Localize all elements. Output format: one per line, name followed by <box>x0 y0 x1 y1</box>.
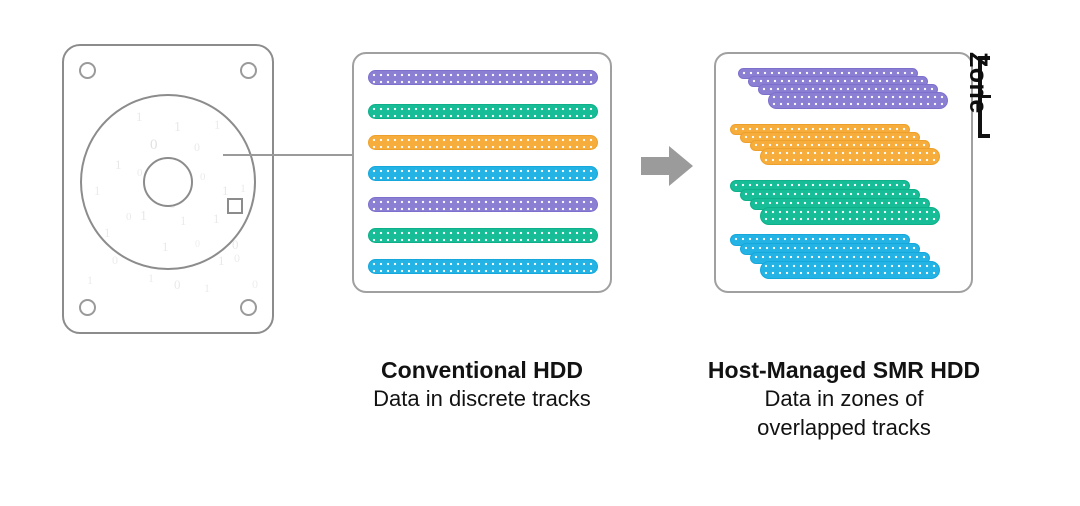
platter-bit: 1 <box>140 209 147 224</box>
platter-bit: 0 <box>200 171 206 183</box>
zone-bracket-spine <box>978 56 982 138</box>
platter-bit: 0 <box>194 140 200 154</box>
conventional-track <box>368 259 598 274</box>
smr-track <box>760 261 940 279</box>
smr-caption-subtitle-line1: Data in zones of <box>764 386 924 412</box>
conventional-track <box>368 135 598 150</box>
platter-bit: 1 <box>240 181 246 195</box>
smr-caption: Host-Managed SMR HDD Data in zones of ov… <box>684 356 1004 443</box>
platter-bit: 1 <box>115 157 122 172</box>
conventional-caption: Conventional HDD Data in discrete tracks <box>332 356 632 414</box>
smr-caption-title: Host-Managed SMR HDD <box>707 357 981 383</box>
zone-bracket-group: Zone <box>964 52 1048 138</box>
platter-bit: 1 <box>214 117 221 132</box>
platter-bit: 1 <box>162 239 169 254</box>
spindle-hole <box>143 157 193 207</box>
callout-connector-line <box>223 154 354 156</box>
zone-bracket-arm-bottom <box>978 134 990 138</box>
platter-bit: 1 <box>104 225 111 240</box>
screw-hole-top-left <box>79 62 96 79</box>
conventional-caption-subtitle: Data in discrete tracks <box>373 386 591 412</box>
smr-track <box>760 207 940 225</box>
hdd-drive-illustration: 111001010011100111110001011010 <box>62 44 274 334</box>
platter-bit: 0 <box>112 253 118 267</box>
platter-bit: 0 <box>126 211 132 223</box>
platter-bit: 0 <box>137 167 143 179</box>
conventional-track <box>368 197 598 212</box>
zone-orange <box>716 54 971 291</box>
zone-teal <box>716 54 971 291</box>
platter-bit: 0 <box>174 277 181 292</box>
conventional-track <box>368 228 598 243</box>
platter-bit: 1 <box>204 281 210 295</box>
screw-hole-bottom-left <box>79 299 96 316</box>
transition-arrow-icon <box>641 145 693 187</box>
platter-bit: 1 <box>174 120 181 135</box>
platter-bit: 0 <box>232 237 239 252</box>
smr-track <box>768 92 948 109</box>
smr-hdd-panel <box>714 52 973 293</box>
platter-bit: 1 <box>87 273 93 287</box>
conventional-track <box>368 104 598 119</box>
platter-bit: 1 <box>136 109 143 124</box>
zone-bracket-stem <box>982 95 991 98</box>
zone-bracket-arm-top <box>978 56 990 60</box>
conventional-hdd-panel <box>352 52 612 293</box>
zone-purple <box>716 54 971 291</box>
conventional-track <box>368 70 598 85</box>
platter-bit: 1 <box>222 183 229 198</box>
screw-hole-top-right <box>240 62 257 79</box>
platter-bit: 1 <box>213 211 220 226</box>
platter-bit: 1 <box>218 253 225 268</box>
zone-label: Zone <box>964 52 992 114</box>
platter-bit: 0 <box>252 277 258 291</box>
platter-bit: 0 <box>150 137 158 153</box>
platter-disc: 111001010011100111110001011010 <box>80 94 258 294</box>
smr-caption-subtitle-line2: overlapped tracks <box>757 415 931 441</box>
conventional-track <box>368 166 598 181</box>
platter-bit: 0 <box>195 239 200 250</box>
screw-hole-bottom-right <box>240 299 257 316</box>
zone-blue <box>716 54 971 291</box>
platter-bit: 1 <box>180 213 187 228</box>
platter-bit: 1 <box>148 271 154 285</box>
conventional-caption-title: Conventional HDD <box>381 357 583 383</box>
smr-track <box>760 148 940 165</box>
platter-bit: 1 <box>94 183 101 198</box>
sector-zoom-marker <box>227 198 243 214</box>
platter-bit: 0 <box>234 251 240 265</box>
